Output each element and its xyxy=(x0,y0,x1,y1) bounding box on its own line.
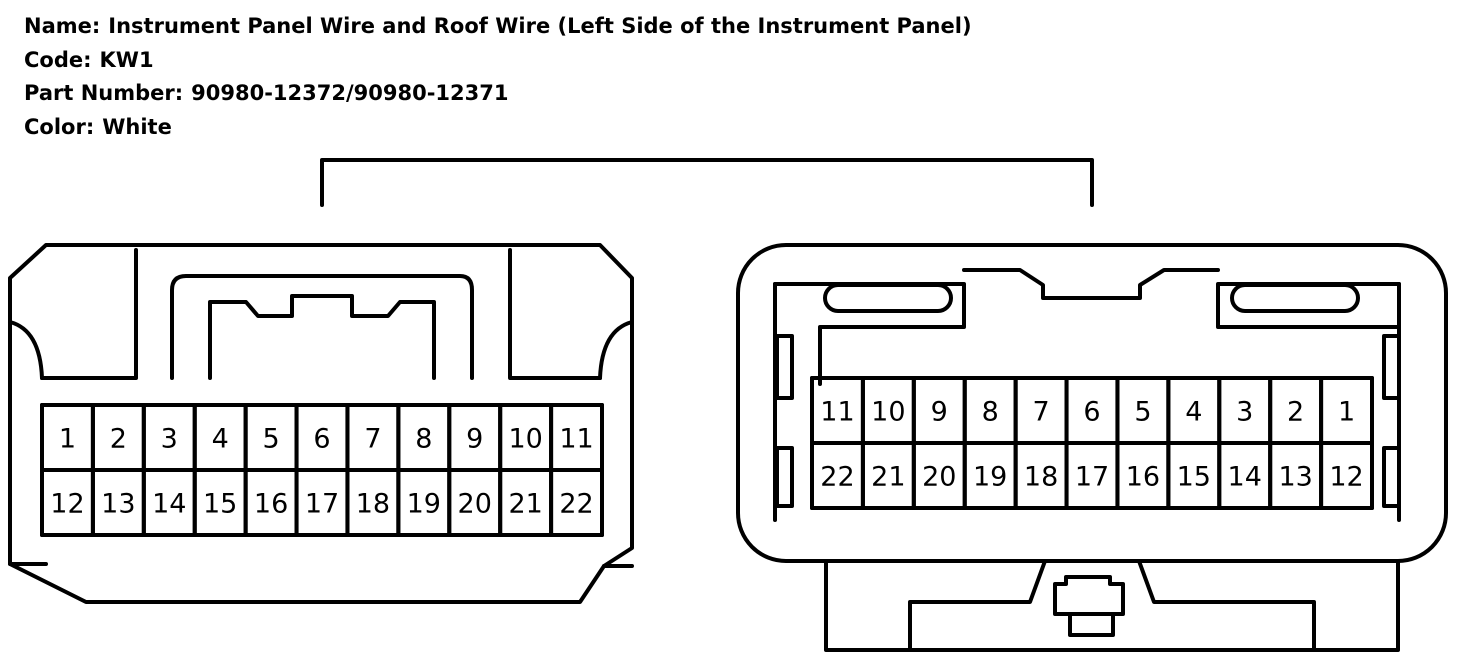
left-connector-inner-frame xyxy=(40,248,602,380)
left-pin-16: 16 xyxy=(254,489,288,520)
right-connector-bottom-lock xyxy=(908,559,1316,652)
right-pin-14: 14 xyxy=(1228,462,1262,493)
left-connector-lower-ledge xyxy=(8,562,634,568)
left-pin-4: 4 xyxy=(212,424,229,455)
right-pin-10: 10 xyxy=(871,397,905,428)
right-pin-8: 8 xyxy=(982,397,999,428)
code-line: Code: KW1 xyxy=(24,44,972,78)
left-pin-1: 1 xyxy=(59,424,76,455)
left-pin-21: 21 xyxy=(508,489,542,520)
left-pin-13: 13 xyxy=(101,489,135,520)
left-pin-2: 2 xyxy=(110,424,127,455)
part-number-line: Part Number: 90980-12372/90980-12371 xyxy=(24,77,972,111)
right-pin-7: 7 xyxy=(1032,397,1049,428)
left-pin-15: 15 xyxy=(203,489,237,520)
left-pin-18: 18 xyxy=(356,489,390,520)
right-pin-9: 9 xyxy=(931,397,948,428)
left-connector-right-notch xyxy=(598,320,634,380)
right-pin-15: 15 xyxy=(1177,462,1211,493)
right-connector-body xyxy=(736,243,1448,563)
left-pin-9: 9 xyxy=(466,424,483,455)
right-pin-22: 22 xyxy=(820,462,854,493)
right-pin-17: 17 xyxy=(1075,462,1109,493)
right-pin-19: 19 xyxy=(973,462,1007,493)
right-pin-16: 16 xyxy=(1126,462,1160,493)
right-connector-right-slot xyxy=(1230,283,1360,313)
left-connector-body xyxy=(8,243,634,604)
connector-info: Name: Instrument Panel Wire and Roof Wire… xyxy=(24,10,972,144)
left-pin-8: 8 xyxy=(415,424,432,455)
right-connector-bottom-tab xyxy=(1053,575,1125,637)
right-pin-11: 11 xyxy=(820,397,854,428)
left-pin-11: 11 xyxy=(559,424,593,455)
right-connector-left-lower-rib xyxy=(775,446,794,508)
left-connector-latch xyxy=(170,274,474,380)
left-connector-left-notch xyxy=(8,320,44,380)
left-pin-7: 7 xyxy=(364,424,381,455)
name-line: Name: Instrument Panel Wire and Roof Wire… xyxy=(24,10,972,44)
right-pin-6: 6 xyxy=(1083,397,1100,428)
left-pin-22: 22 xyxy=(559,489,593,520)
right-connector-left-upper-rib xyxy=(775,334,794,400)
left-pin-5: 5 xyxy=(262,424,279,455)
part-number-label: Part Number: xyxy=(24,81,184,105)
right-pin-18: 18 xyxy=(1024,462,1058,493)
left-pin-6: 6 xyxy=(313,424,330,455)
left-pin-14: 14 xyxy=(152,489,186,520)
left-pin-20: 20 xyxy=(458,489,492,520)
right-pin-5: 5 xyxy=(1134,397,1151,428)
right-connector-left-slot xyxy=(823,283,953,313)
left-connector-latch-tab xyxy=(208,294,436,380)
left-pin-12: 12 xyxy=(50,489,84,520)
color-label: Color: xyxy=(24,114,95,139)
left-cell-22 xyxy=(549,468,604,537)
code-label: Code: xyxy=(24,47,92,72)
right-pin-1: 1 xyxy=(1338,397,1355,428)
right-cell-12 xyxy=(1319,441,1375,510)
right-connector-right-lower-rib xyxy=(1382,446,1401,508)
right-pin-12: 12 xyxy=(1329,462,1363,493)
part-number-value: 90980-12372/90980-12371 xyxy=(191,81,509,105)
right-connector-key xyxy=(962,268,1220,300)
right-pin-13: 13 xyxy=(1278,462,1312,493)
right-pin-4: 4 xyxy=(1185,397,1202,428)
pairing-bracket xyxy=(320,158,1094,207)
right-pin-3: 3 xyxy=(1236,397,1253,428)
right-pin-2: 2 xyxy=(1287,397,1304,428)
right-pin-20: 20 xyxy=(922,462,956,493)
right-pin-21: 21 xyxy=(871,462,905,493)
left-pin-19: 19 xyxy=(407,489,441,520)
right-connector-right-upper-rib xyxy=(1382,334,1401,400)
left-pin-17: 17 xyxy=(305,489,339,520)
name-label: Name: xyxy=(24,14,101,38)
code-value: KW1 xyxy=(99,47,154,72)
color-line: Color: White xyxy=(24,111,972,145)
name-value: Instrument Panel Wire and Roof Wire (Lef… xyxy=(108,14,972,38)
left-pin-10: 10 xyxy=(508,424,542,455)
color-value: White xyxy=(102,114,172,139)
right-connector-bottom-housing xyxy=(824,559,1400,652)
left-pin-3: 3 xyxy=(161,424,178,455)
